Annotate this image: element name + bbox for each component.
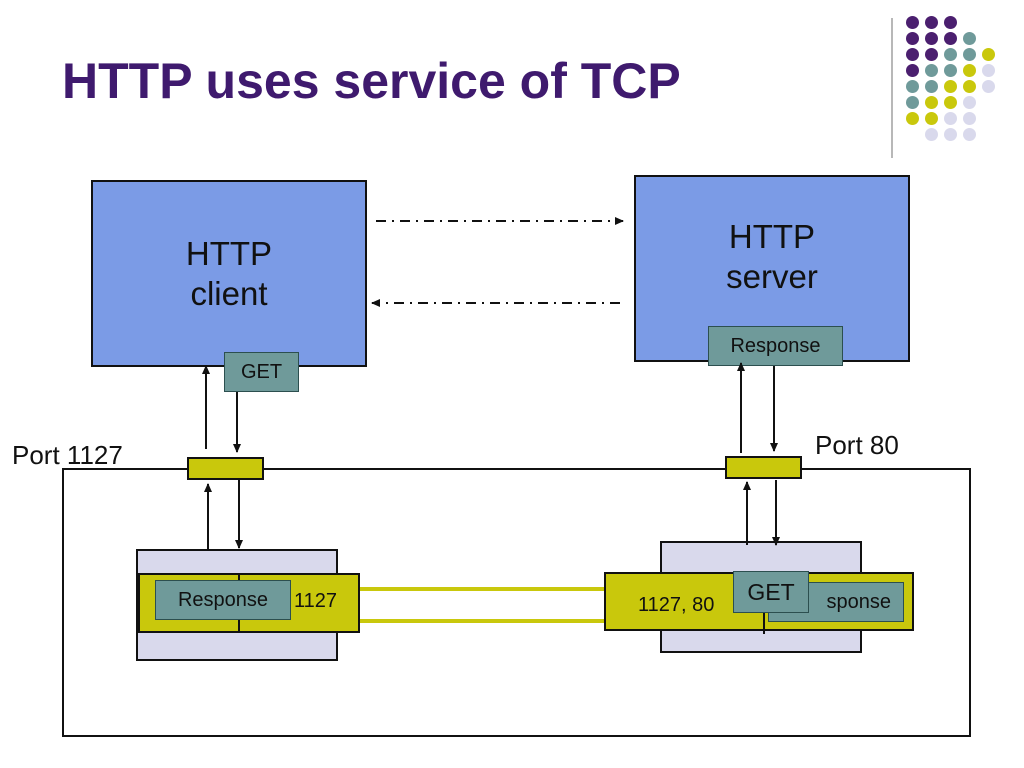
decorative-dot-grid — [0, 0, 1024, 160]
server-response-tag: Response — [708, 326, 843, 366]
server-port-bar — [725, 456, 802, 479]
client-segment-response: Response — [155, 580, 291, 620]
http-client-box: HTTP client — [91, 180, 367, 367]
client-label-line1: HTTP — [185, 235, 273, 272]
client-port-label: Port 1127 — [12, 440, 123, 470]
client-segment-header: 1127 — [294, 590, 338, 612]
divider-line — [891, 18, 893, 158]
client-label-line2: client — [190, 275, 268, 313]
tcp-layer-frame — [62, 468, 971, 737]
server-port-label: Port 80 — [815, 430, 899, 460]
client-port-bar — [187, 457, 264, 480]
server-segment-get: GET — [733, 571, 809, 613]
server-label-line2: server — [726, 258, 818, 296]
server-segment-header: 1127, 80 — [638, 594, 715, 616]
client-get-tag: GET — [224, 352, 299, 392]
slide-title: HTTP uses service of TCP — [62, 53, 681, 109]
server-label-line1: HTTP — [728, 218, 816, 255]
